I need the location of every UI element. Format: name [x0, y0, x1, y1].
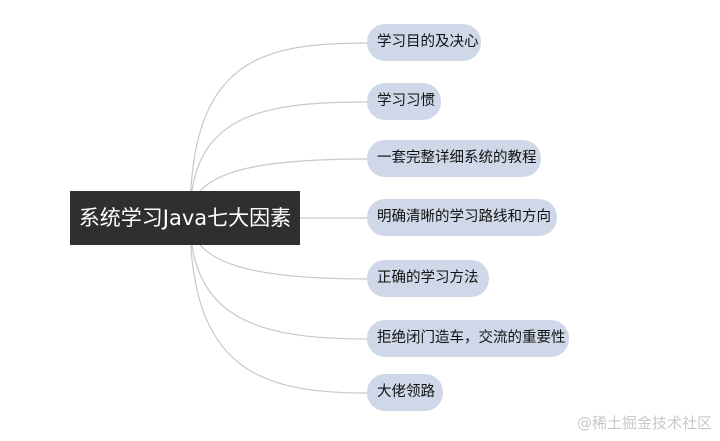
branch-topic-correct-method[interactable]: 正确的学习方法	[367, 260, 489, 297]
branch-topic-communication-importance[interactable]: 拒绝闭门造车，交流的重要性	[367, 320, 569, 357]
branch-topic-study-habits[interactable]: 学习习惯	[367, 83, 441, 120]
branch-topic-complete-tutorial[interactable]: 一套完整详细系统的教程	[367, 140, 541, 177]
branch-topic-learning-roadmap[interactable]: 明确清晰的学习路线和方向	[367, 199, 557, 236]
watermark-text: @稀土掘金技术社区	[576, 414, 712, 432]
branch-topic-mentor-guidance[interactable]: 大佬领路	[367, 374, 443, 411]
connector-branch-2	[189, 101, 368, 219]
connector-branch-7	[189, 217, 368, 394]
branch-topic-goal-determination[interactable]: 学习目的及决心	[367, 24, 481, 61]
connector-branch-6	[189, 217, 368, 340]
connector-branch-1	[189, 42, 368, 219]
root-topic[interactable]: 系统学习Java七大因素	[70, 191, 300, 245]
